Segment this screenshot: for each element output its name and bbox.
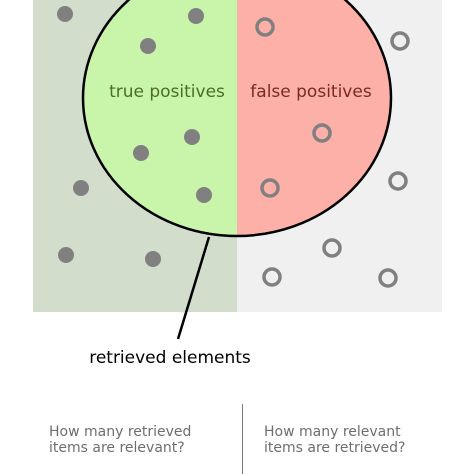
irrelevant-element-ring (388, 171, 408, 191)
true-positives-region (83, 0, 237, 236)
irrelevant-elements-outside (262, 31, 410, 288)
irrelevant-element-ring (262, 267, 282, 287)
irrelevant-element-ring (322, 238, 342, 258)
false-positives-region (237, 0, 391, 236)
irrelevant-element-ring (390, 31, 410, 51)
true-positive-dot (140, 38, 156, 54)
false-positive-ring (312, 123, 332, 143)
true-positive-dot (188, 8, 204, 24)
false-positives-label: false positives (250, 82, 372, 102)
question-divider (242, 404, 243, 474)
relevant-elements-outside (57, 6, 161, 267)
irrelevant-element-ring (378, 268, 398, 288)
precision-question: How many retrieved items are relevant? (49, 424, 192, 456)
true-positive-dot (196, 187, 212, 203)
true-positive-elements (133, 8, 212, 203)
recall-question: How many relevant items are retrieved? (264, 424, 406, 456)
relevant-element-dot (73, 180, 89, 196)
false-positive-elements (255, 17, 332, 198)
relevant-element-dot (145, 251, 161, 267)
true-positive-dot (133, 145, 149, 161)
retrieved-elements-label: retrieved elements (89, 348, 251, 368)
false-positive-ring (255, 17, 275, 37)
true-positive-dot (184, 129, 200, 145)
false-positive-ring (260, 178, 280, 198)
relevant-element-dot (58, 247, 74, 263)
retrieved-elements-outline (81, 0, 393, 238)
true-positives-label: true positives (109, 82, 225, 102)
relevant-element-dot (57, 6, 73, 22)
retrieved-elements-pointer (176, 236, 211, 340)
